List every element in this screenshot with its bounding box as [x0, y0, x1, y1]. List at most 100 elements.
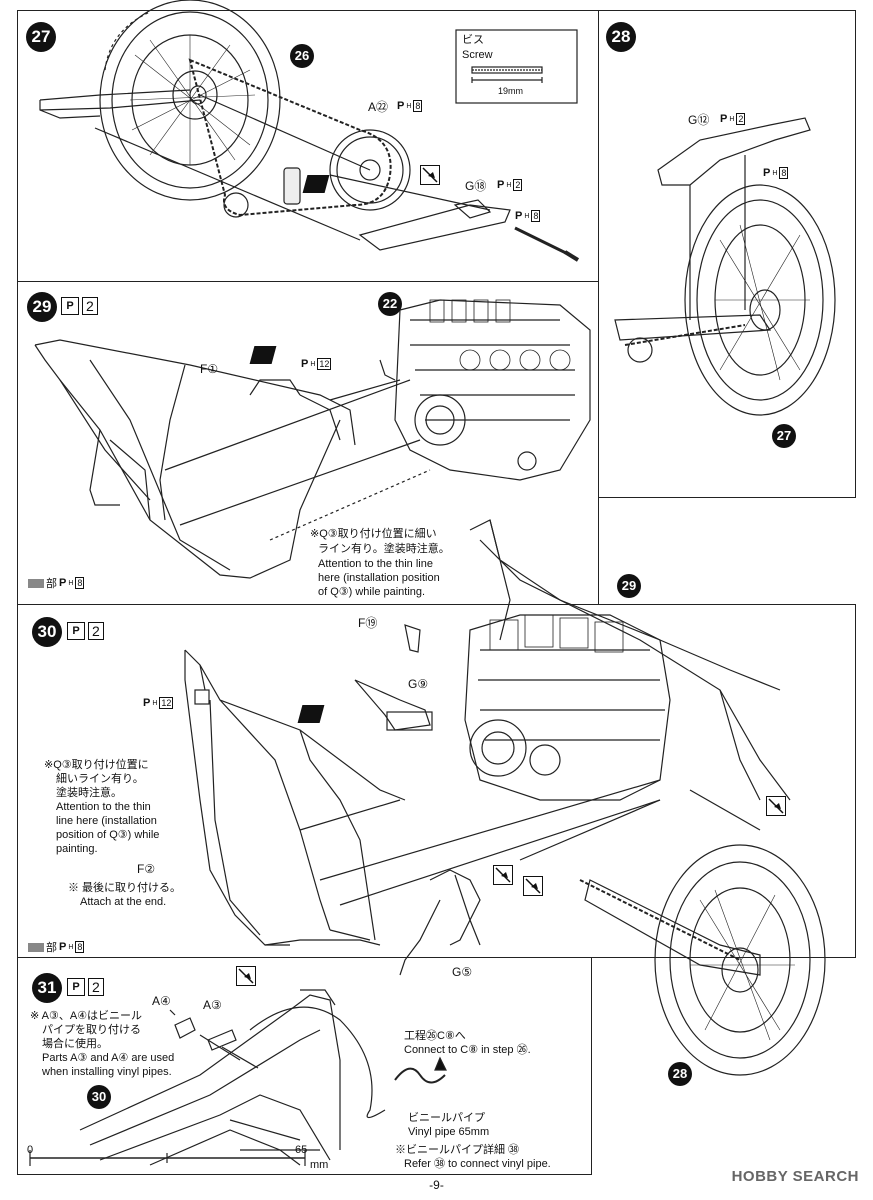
q3-note30-en-1: Attention to the thin [56, 801, 151, 813]
part-g12: G⑫ [688, 113, 710, 127]
screw-title-en: Screw [462, 49, 493, 61]
ruler-unit: mm [310, 1159, 329, 1171]
step-badge-27: 27 [26, 22, 56, 52]
paint-prefix: P [67, 978, 85, 996]
paint-number: 8 [75, 577, 85, 589]
paint-number: 2 [736, 113, 746, 125]
part-g9: G⑨ [408, 677, 429, 691]
part-f19: F⑲ [358, 616, 378, 630]
legend-label: 部 [46, 942, 57, 954]
q3-note-en-1: Attention to the thin line [318, 558, 433, 570]
paint-sub: H [524, 212, 530, 220]
q3-note-en-2: here (installation position [318, 572, 440, 584]
screw-title-jp: ビス [462, 34, 484, 46]
panel-step-28 [598, 10, 856, 498]
glue-icon [766, 796, 786, 816]
screw-length: 19mm [498, 86, 524, 96]
paint-number: 8 [531, 210, 541, 222]
page-number: -9- [429, 1178, 444, 1192]
paint-prefix: P [301, 358, 309, 370]
parts-note-jp-1: ※ A③、A④はビニール [30, 1010, 143, 1022]
ruler-mark: 65 [295, 1144, 308, 1156]
q3-note30-en-3: position of Q③) while [56, 829, 160, 841]
step-badge-30: 30 [32, 617, 62, 647]
paint-prefix: P [61, 297, 79, 315]
glue-icon [420, 165, 440, 185]
q3-note-en-3: of Q③) while painting. [318, 586, 426, 598]
ref-badge-22: 22 [378, 292, 402, 316]
paint-sub: H [406, 102, 412, 110]
paint-prefix: P [397, 100, 405, 112]
ref-badge-29: 29 [617, 574, 641, 598]
connect-en: Connect to C⑧ in step ㉖. [404, 1044, 531, 1056]
paint-number: 8 [75, 941, 85, 953]
legend-swatch [28, 942, 44, 952]
connect-jp: 工程㉖C⑧へ [404, 1030, 466, 1042]
legend-label: 部 [46, 578, 57, 590]
paint-prefix: P [515, 210, 523, 222]
part-a3: A③ [203, 998, 222, 1012]
paint-number: 8 [413, 100, 423, 112]
part-g5: G⑤ [452, 965, 473, 979]
q3-note30-jp-2: 細いライン有り。 [56, 773, 144, 785]
paint-prefix: P [59, 577, 67, 589]
paint-sub: H [68, 579, 74, 587]
paint-sub: H [729, 115, 735, 123]
part-f1: F① [200, 362, 219, 376]
q3-note-jp-1: ※Q③取り付け位置に細い [310, 528, 437, 540]
ref-badge-26: 26 [290, 44, 314, 68]
step-badge-31: 31 [32, 973, 62, 1003]
watermark: HOBBY SEARCH [731, 1168, 859, 1185]
glue-icon [493, 865, 513, 885]
attach-last-en: Attach at the end. [80, 896, 167, 908]
panel-step-31 [17, 957, 592, 1175]
paint-sub: H [506, 181, 512, 189]
q3-note30-jp-1: ※Q③取り付け位置に [44, 759, 149, 771]
paint-prefix: P [143, 697, 151, 709]
paint-prefix: P [763, 167, 771, 179]
ref-badge-27: 27 [772, 424, 796, 448]
paint-prefix: P [67, 622, 85, 640]
part-g18: G⑱ [465, 179, 487, 193]
paint-sub: H [310, 360, 316, 368]
paint-prefix: P [497, 179, 505, 191]
part-f2: F② [137, 862, 156, 876]
parts-note-en-1: Parts A③ and A④ are used [42, 1052, 175, 1064]
paint-number: 12 [159, 697, 174, 709]
paint-sub: H [772, 169, 778, 177]
step-badge-28: 28 [606, 22, 636, 52]
paint-sub: H [152, 699, 158, 707]
vinyl-pipe-jp: ビニールパイプ [408, 1112, 485, 1124]
paint-number: 2 [513, 179, 523, 191]
q3-note-jp-2: ライン有り。塗装時注意。 [318, 543, 450, 555]
q3-note30-jp-3: 塗装時注意。 [56, 787, 122, 799]
parts-note-en-2: when installing vinyl pipes. [42, 1066, 172, 1078]
paint-number: 12 [317, 358, 332, 370]
q3-note30-en-4: painting. [56, 843, 98, 855]
legend-swatch [28, 578, 44, 588]
paint-sub: H [68, 943, 74, 951]
paint-number: 8 [779, 167, 789, 179]
attach-last-jp: ※ 最後に取り付ける。 [68, 882, 182, 894]
paint-number: 2 [88, 978, 104, 996]
paint-prefix: P [59, 941, 67, 953]
vinyl-detail-en: Refer ㊳ to connect vinyl pipe. [404, 1158, 551, 1170]
paint-prefix: P [720, 113, 728, 125]
step-badge-29: 29 [27, 292, 57, 322]
vinyl-detail-jp: ※ビニールパイプ詳細 ㊳ [395, 1144, 520, 1156]
part-a22: A㉒ [368, 100, 389, 114]
glue-icon [236, 966, 256, 986]
part-a4: A④ [152, 994, 171, 1008]
q3-note30-en-2: line here (installation [56, 815, 157, 827]
